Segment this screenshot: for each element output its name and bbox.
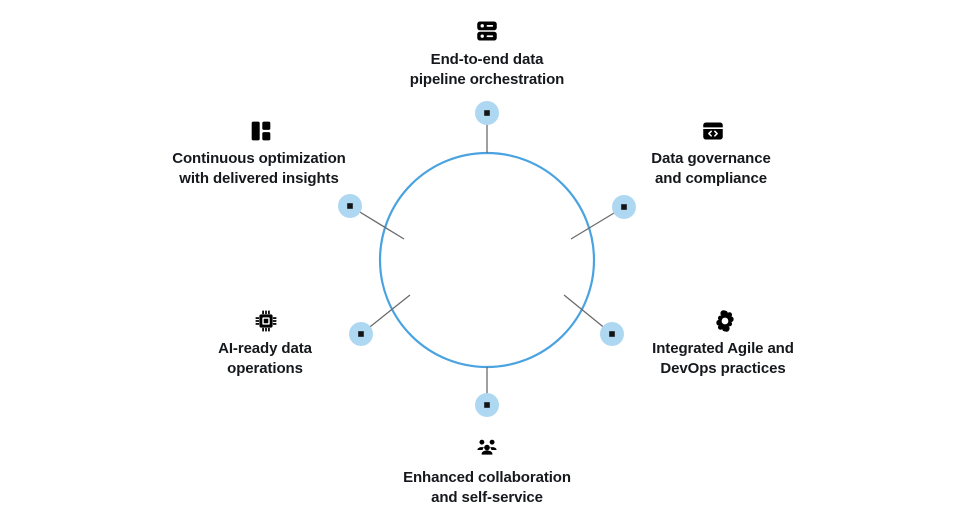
label-line-1: End-to-end data: [430, 51, 544, 68]
label-line-2: pipeline orchestration: [409, 71, 565, 88]
node-marker-top[interactable]: [475, 101, 499, 125]
label-line-2: with delivered insights: [179, 170, 339, 187]
label-end-to-end-data-pipeline-orchestration: End-to-end data pipeline orchestration: [410, 50, 565, 90]
label-line-2: and compliance: [655, 170, 767, 187]
code-brackets-box-icon: [698, 116, 728, 146]
node-marker-lower-right[interactable]: [600, 322, 624, 346]
label-enhanced-collaboration-and-self-service: Enhanced collaboration and self-service: [403, 468, 571, 505]
label-line-2: operations: [227, 360, 303, 377]
center-circle: [378, 151, 596, 369]
node-marker-upper-left[interactable]: [338, 194, 362, 218]
label-line-1: Integrated Agile and: [652, 340, 794, 357]
node-marker-bottom[interactable]: [475, 393, 499, 417]
node-marker-upper-right[interactable]: [612, 195, 636, 219]
label-ai-ready-data-operations: AI-ready data operations: [218, 339, 312, 379]
label-line-1: Enhanced collaboration: [403, 469, 571, 486]
label-integrated-agile-and-devops-practices: Integrated Agile and DevOps practices: [652, 339, 794, 379]
people-group-icon: [472, 433, 502, 463]
label-line-2: and self-service: [431, 489, 543, 505]
label-line-1: Data governance: [651, 150, 771, 167]
label-continuous-optimization-with-delivered-insights: Continuous optimization with delivered i…: [172, 149, 346, 189]
node-marker-lower-left[interactable]: [349, 322, 373, 346]
label-line-2: DevOps practices: [660, 360, 786, 377]
label-line-1: AI-ready data: [218, 340, 312, 357]
dashboard-layout-icon: [246, 116, 276, 146]
cpu-chip-icon: [251, 306, 281, 336]
gear-icon: [710, 306, 740, 336]
label-data-governance-and-compliance: Data governance and compliance: [651, 149, 770, 189]
server-stack-icon: [472, 16, 502, 46]
label-line-1: Continuous optimization: [172, 150, 346, 167]
